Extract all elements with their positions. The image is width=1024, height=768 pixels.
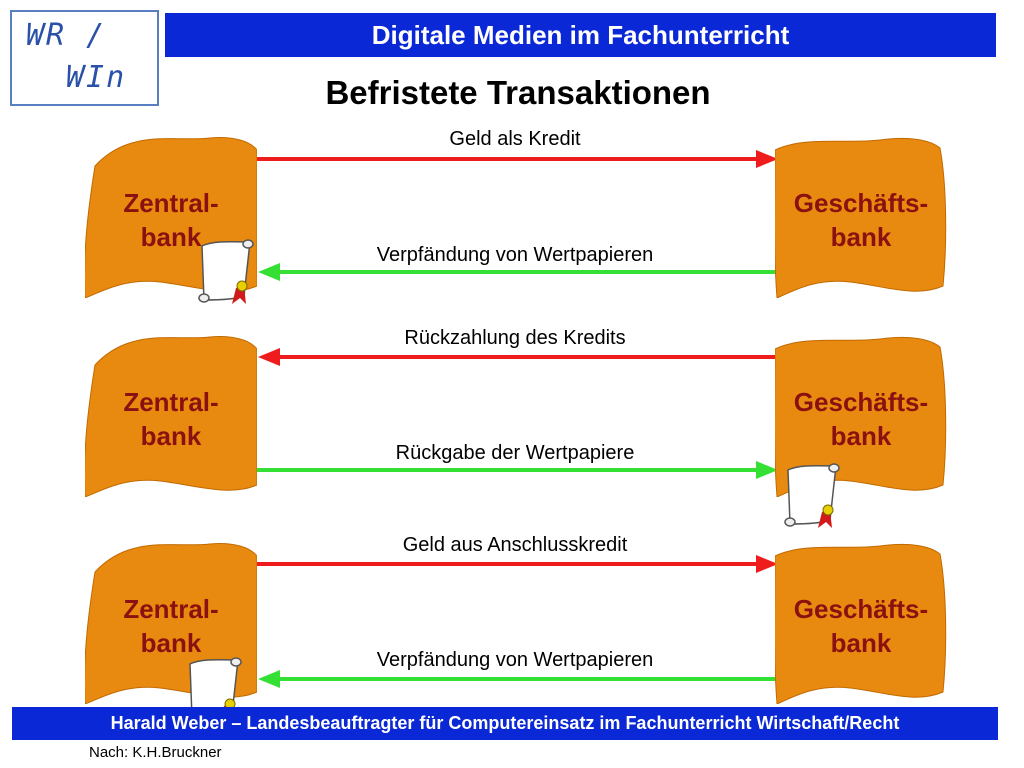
- banner-label-line2: bank: [830, 222, 892, 252]
- page-title: Befristete Transaktionen: [325, 74, 711, 111]
- banner-label-line1: Zentral-: [123, 594, 219, 624]
- scroll-document-icon: [194, 236, 258, 306]
- header-title: Digitale Medien im Fachunterricht: [371, 19, 790, 50]
- banner-label-line2: bank: [830, 628, 892, 658]
- logo-text-line1: WR /: [26, 18, 107, 53]
- arrow-label-bottom: Verpfändung von Wertpapieren: [376, 649, 654, 671]
- arrow-bottom-head: [756, 461, 778, 479]
- banner-zentralbank: Zentral- bank: [85, 335, 257, 497]
- arrows-row-3: [255, 555, 778, 688]
- arrow-label-top: Geld aus Anschlusskredit: [402, 534, 628, 556]
- footer-bar: Harald Weber – Landesbeauftragter für Co…: [12, 707, 998, 740]
- banner-label-line1: Zentral-: [123, 387, 219, 417]
- banner-shape: [775, 543, 947, 704]
- arrow-top-head: [756, 555, 778, 573]
- banner-label-line1: Geschäfts-: [793, 594, 929, 624]
- transaction-row-3: Geld aus Anschlusskredit Verpfändung von…: [0, 534, 1024, 742]
- banner-label-line2: bank: [140, 628, 202, 658]
- header-bar: Digitale Medien im Fachunterricht: [165, 13, 996, 57]
- arrow-label-bottom: Rückgabe der Wertpapiere: [395, 442, 635, 464]
- arrow-label-top: Rückzahlung des Kredits: [404, 327, 626, 349]
- banner-label-line2: bank: [140, 222, 202, 252]
- logo-text-line2: WIn: [66, 60, 127, 95]
- arrow-label-top: Geld als Kredit: [449, 128, 581, 150]
- arrow-bottom-head: [258, 263, 280, 281]
- transaction-row-2: Rückzahlung des Kredits Rückgabe der Wer…: [0, 327, 1024, 535]
- banner-label-line1: Geschäfts-: [793, 188, 929, 218]
- banner-shape: [775, 336, 947, 497]
- arrow-bottom-head: [258, 670, 280, 688]
- arrow-label-bottom: Verpfändung von Wertpapieren: [376, 244, 654, 266]
- arrows-row-2: [255, 348, 778, 479]
- source-credit: Nach: K.H.Bruckner: [89, 744, 222, 761]
- scroll-document-icon: [780, 460, 844, 530]
- arrow-top-head: [756, 150, 778, 168]
- banner-label-line1: Geschäfts-: [793, 387, 929, 417]
- transaction-row-1: Geld als Kredit Verpfändung von Wertpapi…: [0, 128, 1024, 336]
- banner-geschaeftsbank: Geschäfts- bank: [775, 136, 947, 298]
- arrow-top-head: [258, 348, 280, 366]
- banner-shape: [85, 336, 257, 497]
- arrows-row-1: [255, 150, 778, 281]
- banner-label-line2: bank: [830, 421, 892, 451]
- banner-shape: [775, 137, 947, 298]
- logo: WR / WIn: [10, 10, 159, 106]
- footer-text: Harald Weber – Landesbeauftragter für Co…: [110, 713, 900, 733]
- banner-geschaeftsbank: Geschäfts- bank: [775, 542, 947, 704]
- banner-label-line1: Zentral-: [123, 188, 219, 218]
- banner-geschaeftsbank: Geschäfts- bank: [775, 335, 947, 497]
- banner-label-line2: bank: [140, 421, 202, 451]
